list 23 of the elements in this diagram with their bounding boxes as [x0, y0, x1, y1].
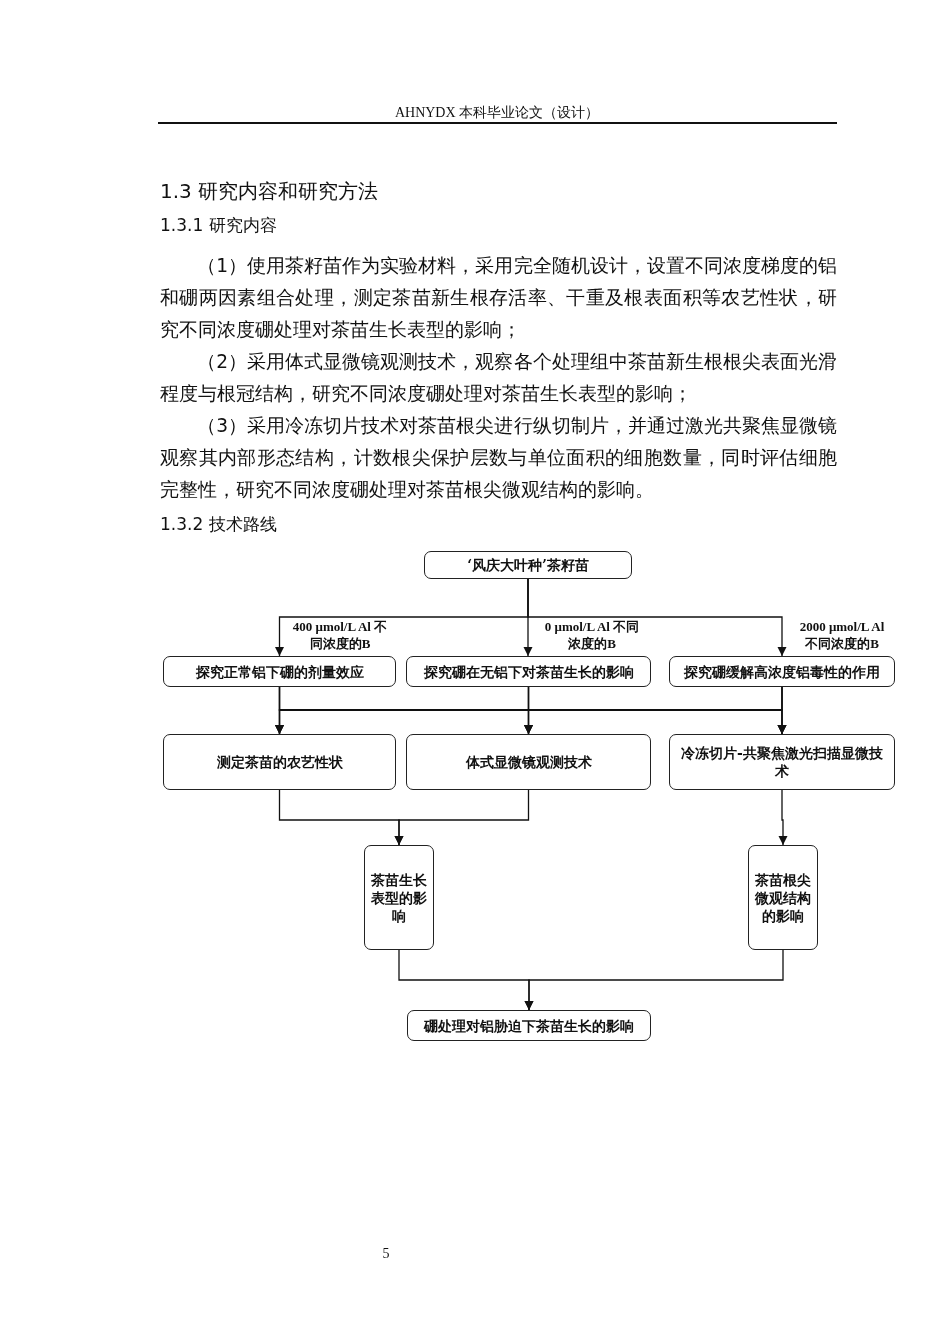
- paragraph: （3）采用冷冻切片技术对茶苗根尖进行纵切制片，并通过激光共聚焦显微镜观察其内部形态结构，计数根尖保护层数与单位面积的细胞数量，同时评估细胞完整性，研究不同浓度硼处理对茶苗根尖微观结构的影响。: [160, 414, 837, 502]
- process-box: 冷冻切片-共聚焦激光扫描显微技术: [669, 734, 895, 790]
- process-box: 测定茶苗的农艺性状: [163, 734, 396, 790]
- arrow: [527, 578, 787, 657]
- paragraph: （2）采用体式显微镜观测技术，观察各个处理组中茶苗新生根根尖表面光滑程度与根冠结构，研究不同浓度硼处理对茶苗生长表型的影响；: [160, 350, 837, 406]
- process-box: 茶苗根尖微观结构的影响: [748, 845, 818, 950]
- process-box: 探究正常铝下硼的剂量效应: [163, 656, 396, 687]
- page-number: 5: [382, 1246, 390, 1262]
- page-header: AHNYDX 本科毕业论文（设计）: [394, 104, 600, 122]
- process-box: 体式显微镜观测技术: [406, 734, 651, 790]
- process-box: ‘风庆大叶种’茶籽苗: [424, 551, 632, 579]
- arrow: [778, 789, 788, 846]
- arrow: [524, 949, 784, 1011]
- section-heading: 1.3 研究内容和研究方法: [160, 178, 379, 205]
- process-box: 探究硼缓解高浓度铝毒性的作用: [669, 656, 895, 687]
- subsection-heading: 1.3.2 技术路线: [160, 513, 277, 536]
- process-box: 探究硼在无铝下对茶苗生长的影响: [406, 656, 651, 687]
- process-box: 硼处理对铝胁迫下茶苗生长的影响: [407, 1010, 651, 1041]
- arrow: [777, 686, 787, 735]
- arrow: [394, 789, 530, 846]
- subsection-heading: 1.3.1 研究内容: [160, 214, 277, 237]
- paragraph: （1）使用茶籽苗作为实验材料，采用完全随机设计，设置不同浓度梯度的铝和硼两因素组合处理，测定茶苗新生根存活率、干重及根表面积等农艺性状，研究不同浓度硼处理对茶苗生长表型的影响；: [160, 254, 837, 342]
- process-box: 茶苗生长表型的影响: [364, 845, 434, 950]
